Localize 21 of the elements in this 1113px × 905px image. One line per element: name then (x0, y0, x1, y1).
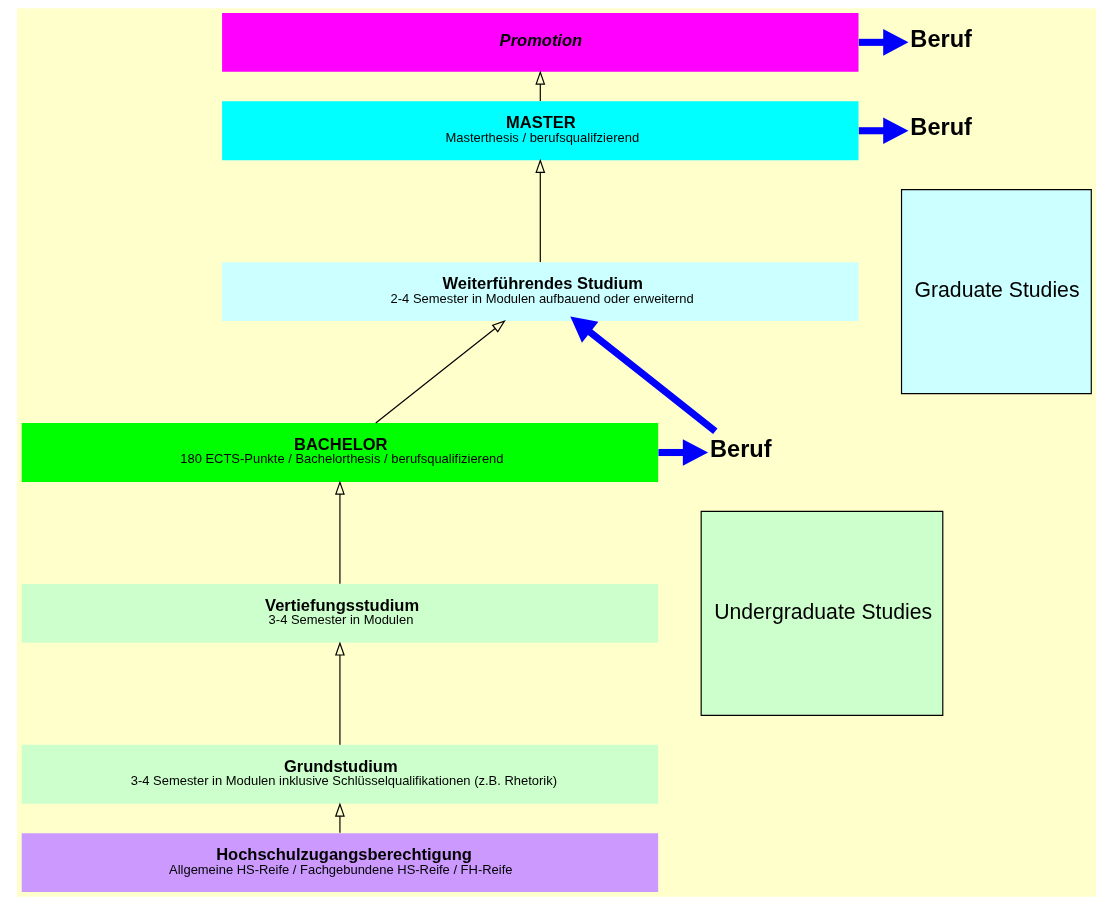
arrow (858, 29, 909, 56)
arrow (334, 641, 345, 746)
node-box: Promotion (222, 12, 859, 72)
arrow (570, 316, 718, 434)
arrow (858, 117, 909, 145)
node-text: Beruf (910, 26, 972, 53)
node-box: Graduate Studies (900, 189, 1092, 395)
node-box: BACHELOR 180 ECTS-Punkte / Bachelorthesis / berufsqualifizierend (21, 423, 659, 482)
node-box: Weiterführendes Studium 2-4 Semester in Modulen aufbauend oder erweiternd (222, 262, 859, 322)
arrow (334, 480, 345, 585)
arrow (658, 439, 709, 466)
node-text: Beruf (710, 436, 772, 463)
node-box: Hochschulzugangsberechtigung Allgemeine HS-Reife / Fachgebundene HS-Reife / FH-Reife (21, 833, 659, 893)
arrow (375, 320, 506, 424)
node-box: Undergraduate Studies (700, 510, 944, 716)
node-text: Beruf (910, 114, 972, 141)
node-box: Vertiefungsstudium 3-4 Semester in Modulen (21, 583, 659, 643)
node-box: MASTER Masterthesis / berufsqualifzierend (222, 101, 859, 161)
arrow (535, 158, 546, 263)
arrow (334, 802, 345, 834)
node-box: Grundstudium 3-4 Semester in Modulen inklusive Schlüsselqualifikationen (z.B. Rhetorik) (21, 744, 659, 804)
